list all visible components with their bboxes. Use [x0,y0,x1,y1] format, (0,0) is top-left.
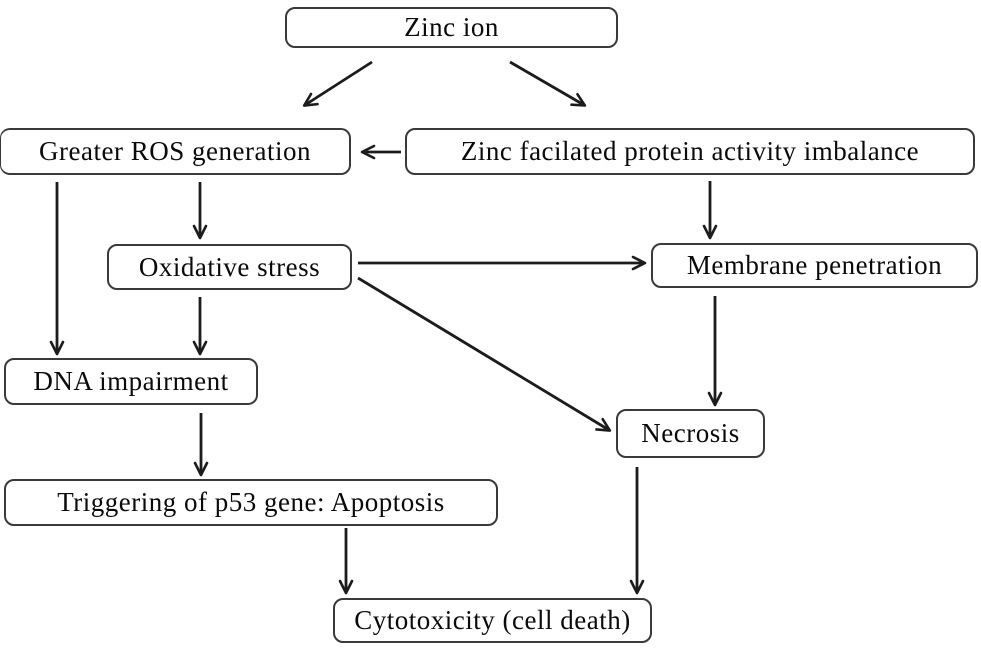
node-dna-impairment: DNA impairment [4,358,258,405]
node-cytotoxicity-cell-death-label: Cytotoxicity (cell death) [354,605,631,635]
node-membrane-penetration-label: Membrane penetration [686,250,943,280]
node-oxidative-stress: Oxidative stress [107,244,352,290]
node-zinc-facilated-protein-activity-imbalance: Zinc facilated protein activity imbalanc… [405,128,975,175]
node-cytotoxicity-cell-death: Cytotoxicity (cell death) [333,598,652,643]
node-necrosis: Necrosis [616,409,765,458]
node-necrosis-label: Necrosis [641,418,740,448]
arrow-oxidative-to-necrosis [357,276,612,432]
arrow-zinc-to-protein [509,60,587,107]
node-dna-impairment-label: DNA impairment [33,366,229,396]
node-zinc-ion-label: Zinc ion [404,12,499,42]
node-triggering-of-p53-gene-apoptosis-label: Triggering of p53 gene: Apoptosis [57,487,445,517]
node-membrane-penetration: Membrane penetration [651,243,978,288]
arrow-zinc-to-ros [302,60,373,107]
node-greater-ros-generation-label: Greater ROS generation [39,136,311,166]
node-zinc-facilated-protein-activity-imbalance-label: Zinc facilated protein activity imbalanc… [460,136,920,166]
node-triggering-of-p53-gene-apoptosis: Triggering of p53 gene: Apoptosis [4,479,498,526]
node-oxidative-stress-label: Oxidative stress [138,251,321,282]
node-zinc-ion: Zinc ion [285,7,618,48]
node-greater-ros-generation: Greater ROS generation [0,128,351,175]
